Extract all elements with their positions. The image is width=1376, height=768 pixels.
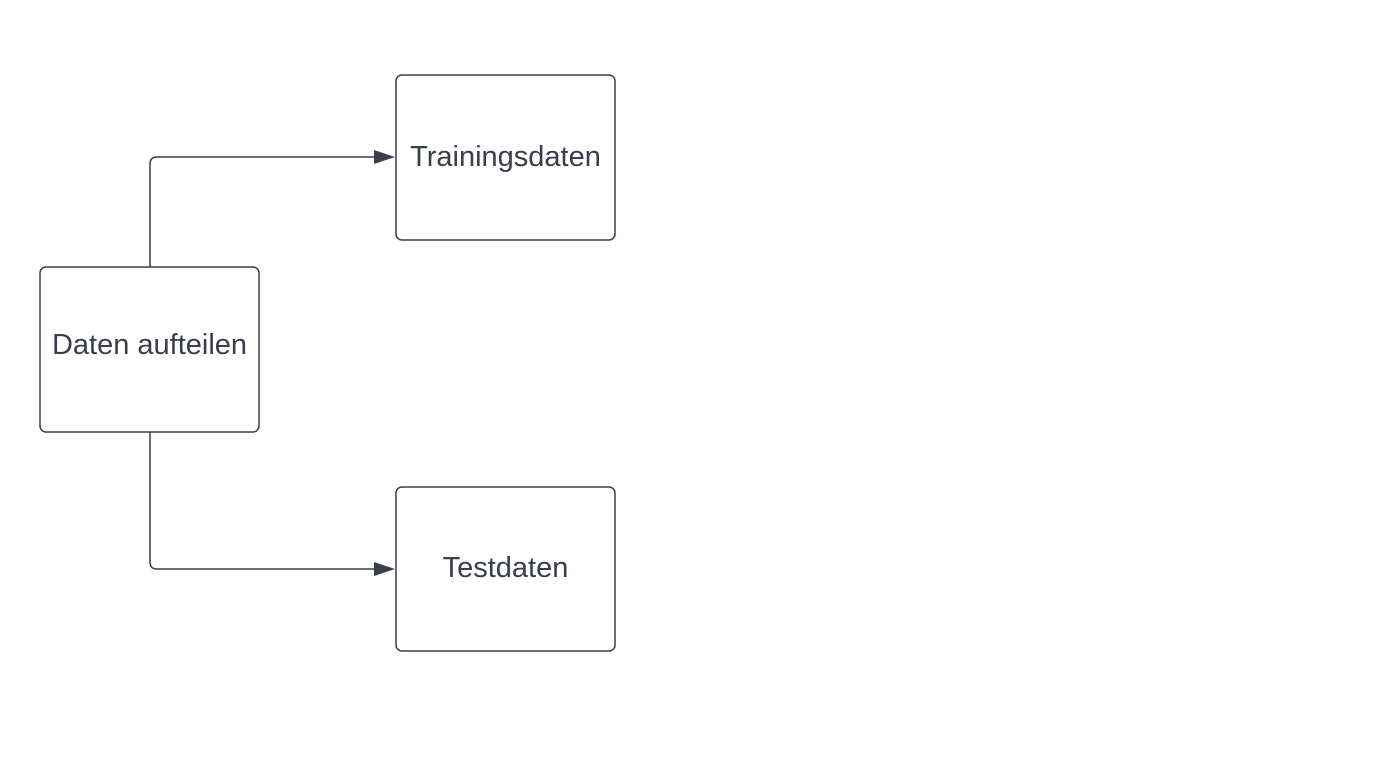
node-train-box[interactable] xyxy=(395,74,616,241)
arrowhead-test xyxy=(374,562,395,576)
node-test-box[interactable] xyxy=(395,486,616,652)
node-split-box[interactable] xyxy=(39,266,260,433)
edge-split-to-train[interactable] xyxy=(149,150,395,267)
node-test[interactable]: Testdaten xyxy=(395,486,616,652)
node-split-label: Daten aufteilen xyxy=(52,329,247,361)
node-train[interactable]: Trainingsdaten xyxy=(395,74,616,241)
node-split[interactable]: Daten aufteilen xyxy=(39,266,260,433)
node-test-label: Testdaten xyxy=(443,552,569,584)
arrowhead-train xyxy=(374,150,395,164)
node-train-label: Trainingsdaten xyxy=(410,141,601,173)
edge-split-to-test[interactable] xyxy=(149,432,395,576)
